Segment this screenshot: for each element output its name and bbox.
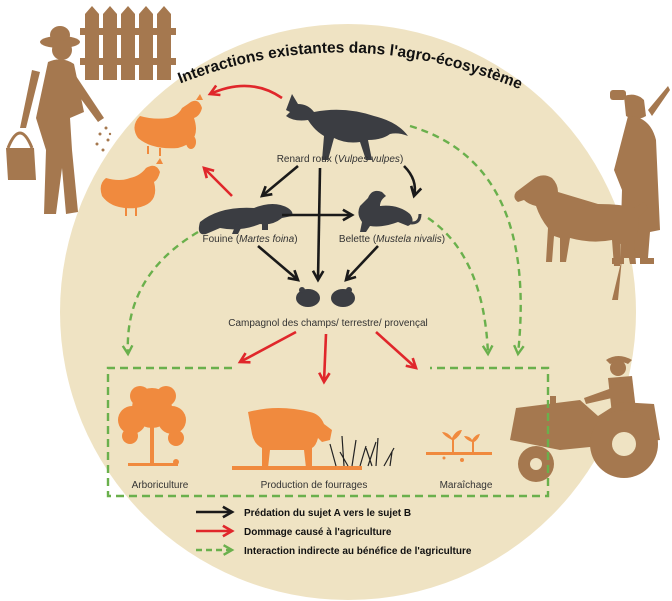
label-weasel: Belette (Mustela nivalis) — [339, 234, 445, 245]
indirect-arrows — [121, 124, 525, 357]
label-orchard: Arboriculture — [132, 480, 189, 491]
predation-arrows — [257, 165, 423, 283]
arrow-fox-to-vole — [311, 167, 325, 283]
vole-icon — [296, 287, 355, 307]
arrow-vole-to-fodder — [318, 333, 331, 385]
hen-icon — [134, 94, 203, 156]
legend-damage-label: Dommage causé à l'agriculture — [244, 527, 392, 538]
orchard-tree-icon — [118, 386, 186, 466]
label-fodder: Production de fourrages — [261, 480, 368, 491]
cow-icon — [232, 408, 362, 470]
agriculture-box — [106, 366, 550, 498]
chicken-icon — [100, 158, 163, 216]
arrow-fox-to-market-garden — [409, 124, 525, 357]
arrow-fox-to-weasel — [403, 165, 423, 199]
legend-indirect-label: Interaction indirecte au bénéfice de l'a… — [244, 546, 472, 557]
label-stone-marten: Fouine (Martes foina) — [202, 234, 297, 245]
red-fox-icon — [286, 94, 408, 160]
arrow-vole-to-market-garden — [375, 331, 418, 370]
tractor-icon — [510, 356, 660, 482]
arrow-marten-to-orchard — [121, 230, 199, 357]
fence-icon — [80, 6, 176, 80]
arrow-marten-to-chicken — [202, 166, 233, 197]
grass-icon — [329, 435, 395, 467]
label-vole: Campagnol des champs/ terrestre/ provenç… — [228, 318, 428, 329]
arrow-weasel-to-market-garden — [427, 217, 494, 357]
arrow-weasel-to-vole — [344, 245, 379, 282]
egg-icon — [186, 135, 196, 149]
label-market-garden: Maraîchage — [440, 480, 493, 491]
stone-marten-icon — [198, 204, 293, 235]
legend: Prédation du sujet A vers le sujet B Dom… — [196, 505, 472, 557]
vegetable-sprouts-icon — [426, 430, 492, 462]
label-red-fox: Renard roux (Vulpes vulpes) — [277, 154, 404, 165]
weasel-icon — [358, 190, 422, 232]
hunting-dog-icon — [514, 175, 648, 266]
arrow-fox-to-marten — [259, 165, 299, 198]
legend-predation-label: Prédation du sujet A vers le sujet B — [244, 508, 411, 519]
arrow-marten-to-vole — [257, 245, 300, 282]
arrow-fox-to-hen — [207, 84, 283, 100]
farmer-woman-icon — [6, 26, 112, 214]
arrow-vole-to-orchard — [237, 330, 297, 364]
damage-arrows — [202, 84, 418, 385]
